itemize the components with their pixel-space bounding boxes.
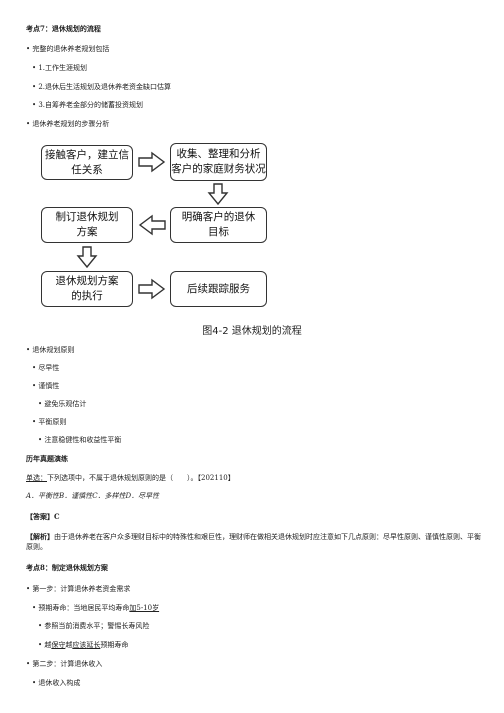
list-item: • 平衡原则 bbox=[32, 418, 67, 426]
list-item: • 第一步：计算退休养老资金需求 bbox=[26, 585, 131, 593]
section-heading-practice: 历年真题演练 bbox=[26, 454, 68, 463]
list-item: • 尽早性 bbox=[32, 364, 60, 372]
list-item: • 避免乐观估计 bbox=[38, 400, 87, 408]
section-heading-7: 考点7：退休规划的流程 bbox=[26, 24, 101, 33]
analysis-text: 由于退休养老在客户众多理财目标中的特殊性和艰巨性，理财师在做相关退休规划时应注意… bbox=[26, 533, 481, 551]
question-options: A．平衡性B．谨慎性C．多样性D．尽早性 bbox=[26, 492, 160, 500]
flow-step-define-goals: 明确客户的退休目标 bbox=[170, 207, 267, 243]
list-item: • 参照当前消费水平；警惕长寿风险 bbox=[38, 622, 150, 630]
section-heading-8: 考点8：制定退休规划方案 bbox=[26, 563, 108, 572]
list-item: • 退休规划原则 bbox=[26, 346, 75, 354]
list-item: • 谨慎性 bbox=[32, 382, 60, 390]
list-item: • 退休养老规划的步骤分析 bbox=[26, 120, 110, 128]
flow-step-execute-plan: 退休规划方案的执行 bbox=[41, 271, 133, 307]
list-item: • 2.退休后生活规划及退休养老资金缺口估算 bbox=[32, 83, 172, 91]
flow-step-make-plan: 制订退休规划方案 bbox=[41, 207, 133, 243]
list-item: • 1.工作生涯规划 bbox=[32, 64, 88, 72]
flow-step-follow-up: 后续跟踪服务 bbox=[170, 271, 267, 307]
list-item: • 第二步：计算退休收入 bbox=[26, 660, 103, 668]
right-arrow-icon bbox=[138, 151, 166, 173]
answer: 【答案】C bbox=[26, 512, 60, 521]
analysis-label: 【解析】 bbox=[26, 532, 54, 541]
list-item: • 注意稳健性和收益性平衡 bbox=[38, 436, 122, 444]
left-arrow-icon bbox=[138, 214, 166, 236]
right-arrow-icon bbox=[138, 278, 166, 300]
flow-step-collect-analyze: 收集、整理和分析客户的家庭财务状况 bbox=[170, 143, 267, 181]
analysis: 【解析】由于退休养老在客户众多理财目标中的特殊性和艰巨性，理财师在做相关退休规划… bbox=[26, 532, 481, 552]
down-arrow-icon bbox=[76, 246, 98, 269]
list-item: • 越保守越应该延长预期寿命 bbox=[38, 641, 129, 649]
list-item: • 预期寿命：当地居民平均寿命加5-10岁 bbox=[32, 604, 160, 612]
list-item: • 退休收入构成 bbox=[32, 679, 81, 687]
question-text: 下列选项中，不属于退休规划原则的是（ ）。【202110】 bbox=[47, 474, 235, 482]
figure-caption: 图4-2 退休规划的流程 bbox=[202, 326, 302, 337]
list-item: • 完整的退休养老规划包括 bbox=[26, 45, 110, 53]
down-arrow-icon bbox=[207, 183, 229, 206]
flow-step-contact-client: 接触客户，建立信任关系 bbox=[41, 145, 133, 180]
question-type-label: 单选： bbox=[26, 474, 47, 482]
question-line: 单选：下列选项中，不属于退休规划原则的是（ ）。【202110】 bbox=[26, 473, 235, 483]
list-item: • 3.自筹养老金部分的储蓄投资规划 bbox=[32, 101, 144, 109]
